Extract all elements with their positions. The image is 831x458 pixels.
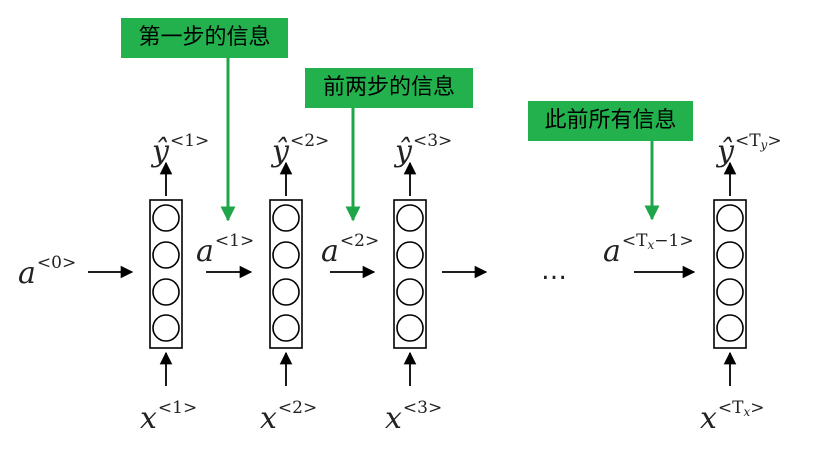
activation-a-tx-minus-1: a<Tx−1>	[603, 231, 694, 269]
neuron-unit	[272, 241, 300, 269]
input-x-3: x<3>	[385, 398, 443, 436]
neuron-unit	[396, 204, 424, 232]
rnn-cell	[393, 199, 427, 349]
input-x-tx: x<Tx>	[700, 398, 765, 436]
activation-a-0: a<0>	[18, 253, 77, 291]
neuron-unit	[152, 314, 180, 342]
output-y-hat-ty: ŷ<Ty>	[717, 131, 782, 169]
input-x-2: x<2>	[260, 398, 318, 436]
neuron-unit	[152, 241, 180, 269]
neuron-unit	[396, 314, 424, 342]
rnn-cell	[269, 199, 303, 349]
activation-a-2: a<2>	[321, 231, 380, 269]
neuron-unit	[152, 204, 180, 232]
neuron-unit	[716, 241, 744, 269]
output-y-hat-2: ŷ<2>	[272, 131, 330, 169]
neuron-unit	[272, 314, 300, 342]
neuron-unit	[152, 278, 180, 306]
neuron-unit	[272, 278, 300, 306]
neuron-unit	[272, 204, 300, 232]
rnn-cell	[713, 199, 747, 349]
annotation-all-previous: 此前所有信息	[528, 101, 693, 141]
annotation-first-step: 第一步的信息	[121, 18, 288, 58]
neuron-unit	[396, 241, 424, 269]
neuron-unit	[716, 314, 744, 342]
output-y-hat-1: ŷ<1>	[152, 131, 210, 169]
input-x-1: x<1>	[140, 398, 198, 436]
neuron-unit	[716, 278, 744, 306]
rnn-cell	[149, 199, 183, 349]
ellipsis: …	[541, 256, 568, 286]
neuron-unit	[716, 204, 744, 232]
output-y-hat-3: ŷ<3>	[395, 131, 453, 169]
neuron-unit	[396, 278, 424, 306]
annotation-first-two-steps: 前两步的信息	[305, 68, 473, 108]
activation-a-1: a<1>	[196, 231, 255, 269]
